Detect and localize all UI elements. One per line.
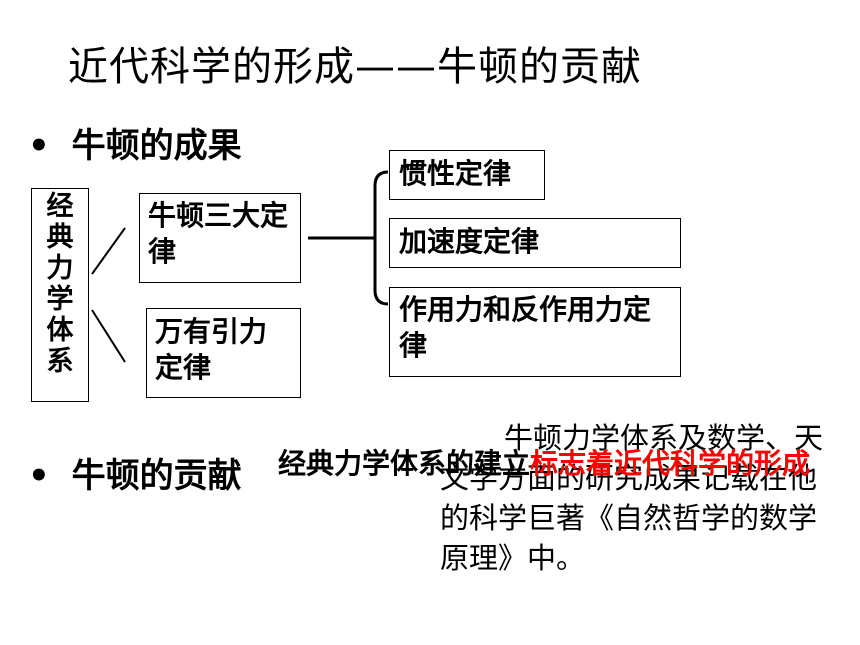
- three-laws-label: 牛顿三大定律: [148, 199, 289, 268]
- bullet-marker: •: [28, 126, 50, 166]
- principia-note-text: 牛顿力学体系及数学、天文学方面的研究成果记载在他的科学巨著《自然哲学的数学原理》…: [440, 421, 824, 575]
- laws-brace: [373, 170, 389, 306]
- slide-title: 近代科学的形成——牛顿的贡献: [68, 44, 642, 90]
- law-box-action-reaction: 作用力和反作用力定律: [389, 287, 681, 377]
- bullet-marker: •: [28, 456, 50, 496]
- bullet-achievements: • 牛顿的成果: [28, 118, 242, 167]
- root-box-classical-mechanics: 经典力学体系: [31, 188, 89, 402]
- connector-root-to-three-laws: [91, 227, 126, 275]
- connector-root-to-gravitation: [91, 309, 126, 363]
- contribution-black-text: 经典力学体系的建立: [278, 447, 531, 480]
- bullet-achievements-label: 牛顿的成果: [71, 126, 242, 166]
- law-box-inertia: 惯性定律: [389, 150, 545, 200]
- gravitation-box: 万有引力定律: [146, 308, 301, 398]
- law-action-reaction-label: 作用力和反作用力定律: [399, 293, 652, 362]
- contribution-red-text: 标志着近代科学的形成: [530, 447, 811, 480]
- principia-note: 牛顿力学体系及数学、天文学方面的研究成果记载在他的科学巨著《自然哲学的数学原理》…: [440, 418, 824, 578]
- root-box-label: 经典力学体系: [46, 191, 74, 377]
- bullet-contributions-label: 牛顿的贡献: [71, 456, 242, 496]
- gravitation-label: 万有引力定律: [155, 315, 268, 384]
- contribution-statement: 经典力学体系的建立标志着近代科学的形成: [278, 444, 823, 484]
- law-acceleration-label: 加速度定律: [399, 225, 540, 258]
- law-inertia-label: 惯性定律: [399, 157, 512, 190]
- three-laws-box: 牛顿三大定律: [139, 193, 301, 283]
- law-box-acceleration: 加速度定律: [389, 218, 681, 268]
- bullet-contributions: • 牛顿的贡献: [28, 448, 242, 497]
